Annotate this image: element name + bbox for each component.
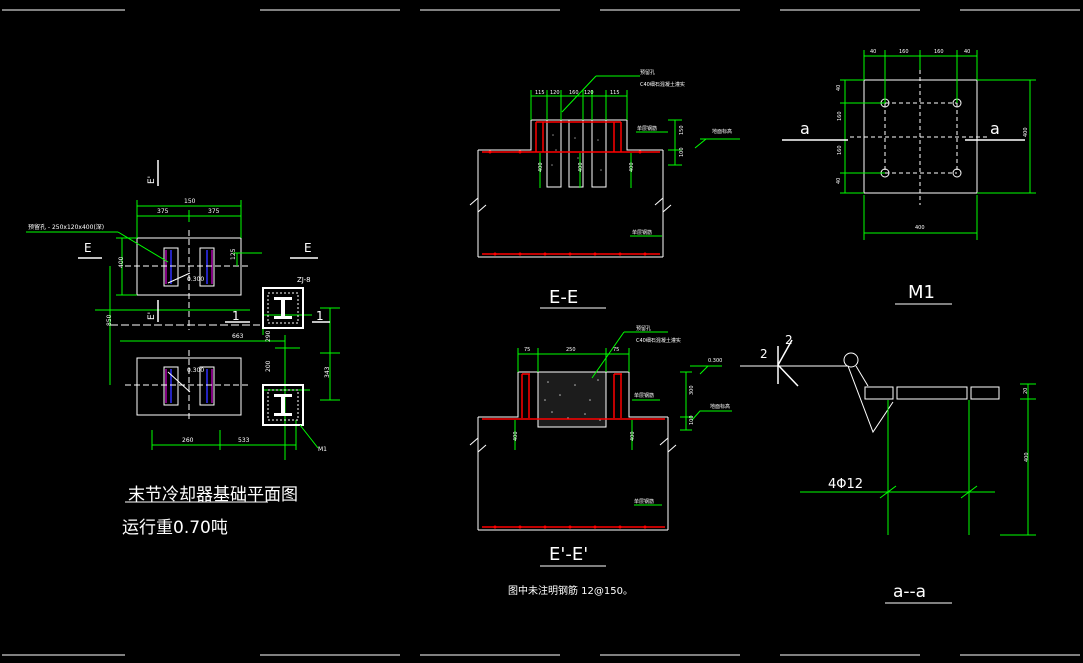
ee-dim-2: 160 <box>569 90 579 96</box>
aa-mark-top: 2 <box>785 333 793 347</box>
ee-note-1: 预留孔 <box>640 69 655 76</box>
ee2-ann-2: 地面标高 <box>710 403 730 410</box>
ee2-title: E'-E' <box>549 544 588 565</box>
ee-dim-3: 120 <box>584 90 594 96</box>
m1-title: M1 <box>908 282 935 303</box>
cut-e-right: E <box>304 241 312 255</box>
section-ee-prime: 75 250 75 预留孔 C40细石混凝土灌实 0.300 单层钢筋 地面标高… <box>469 325 732 597</box>
ee-dim-4: 115 <box>610 90 620 96</box>
section-aa: 2 2 4Φ12 20 400 a--a <box>740 333 1036 604</box>
ee-dim-400-b: 400 <box>578 162 584 172</box>
m1-left-dim-0: 40 <box>836 85 842 91</box>
ee2-dim-2: 75 <box>613 347 619 353</box>
ee2-ann-3: 单层钢筋 <box>634 498 654 505</box>
m1-top-dim-3: 40 <box>964 49 970 55</box>
m1-plate: a a 40 160 160 40 40 160 160 40 400 400 … <box>782 49 1036 305</box>
m1-tag: M1 <box>318 446 327 453</box>
embed-note: 预留孔 - 250x120x400(深) <box>28 223 104 231</box>
ee-dim-0: 115 <box>535 90 545 96</box>
m1-top-dim-0: 40 <box>870 49 876 55</box>
ee2-note-1: 预留孔 <box>636 325 651 332</box>
pocket-upper-right <box>199 247 215 287</box>
aa-rebar: 4Φ12 <box>828 477 863 492</box>
pocket-lower-right <box>199 366 215 406</box>
ee2-dim-1: 250 <box>566 347 576 353</box>
m1-top-dim-1: 160 <box>899 49 909 55</box>
dim-200: 200 <box>265 360 272 372</box>
ee2-note-2: C40细石混凝土灌实 <box>636 337 681 344</box>
ee-note-2: C40细石混凝土灌实 <box>640 81 685 88</box>
m1-left-dim-1: 160 <box>837 111 843 121</box>
aa-dim-20: 20 <box>1023 388 1029 394</box>
sheet-frame-marks <box>2 9 1080 656</box>
dim-533: 533 <box>238 437 250 444</box>
zj-label: ZJ-8 <box>297 276 311 284</box>
aa-dim-400: 400 <box>1024 452 1030 462</box>
cut-e-bottom: E' <box>147 312 157 320</box>
dim-850: 850 <box>106 314 113 326</box>
dim-663: 663 <box>232 333 244 340</box>
dim-right-half: 375 <box>208 208 220 215</box>
dim-top: 150 <box>184 198 196 205</box>
elev-2: 0.300 <box>187 367 204 374</box>
ee2-dim-300: 300 <box>689 385 695 395</box>
ee-dim-400-c: 400 <box>629 162 635 172</box>
pocket-upper-left <box>163 247 179 287</box>
cut-1-right: 1 <box>316 309 324 323</box>
grout-pocket <box>537 371 607 428</box>
m1-cut-right: a <box>990 119 1000 138</box>
ee2-elev: 0.300 <box>708 358 722 364</box>
ee2-dim-400-a: 400 <box>513 431 519 441</box>
ee-dim-1: 120 <box>550 90 560 96</box>
plan-title: 末节冷却器基础平面图 <box>128 485 298 505</box>
ee2-dim-0: 75 <box>524 347 530 353</box>
aa-mark-left: 2 <box>760 347 768 361</box>
dim-343: 343 <box>324 366 331 378</box>
ee-dim-400-a: 400 <box>538 162 544 172</box>
dim-height: 400 <box>118 256 125 268</box>
ee2-dim-100: 100 <box>689 415 695 425</box>
column-upper <box>262 287 304 329</box>
elev-1: 0.300 <box>187 276 204 283</box>
m1-top-dim-2: 160 <box>934 49 944 55</box>
ee-ann-3: 单层钢筋 <box>632 229 652 236</box>
dim-290: 290 <box>265 330 272 342</box>
cut-e-top: E' <box>147 176 157 184</box>
plan-subtitle: 运行重0.70吨 <box>122 518 228 538</box>
ee-title: E-E <box>549 287 578 308</box>
ee-dim-150: 150 <box>679 125 685 135</box>
ee2-dim-400-b: 400 <box>630 431 636 441</box>
m1-cut-left: a <box>800 119 810 138</box>
cut-e-left: E <box>84 241 92 255</box>
ee2-footnote: 图中未注明钢筋 12@150。 <box>508 584 633 597</box>
m1-left-dim-2: 160 <box>837 145 843 155</box>
ee-dim-100: 100 <box>679 147 685 157</box>
foundation-plan: E E E' E' 1 1 M1 ZJ-8 150 375 375 40 <box>26 160 340 503</box>
dim-left-half: 375 <box>157 208 169 215</box>
m1-bottom-dim: 400 <box>915 225 925 231</box>
m1-right-dim: 400 <box>1023 127 1029 137</box>
dim-260: 260 <box>182 437 194 444</box>
dim-125: 125 <box>230 248 237 260</box>
ee2-ann-1: 单层钢筋 <box>634 392 654 399</box>
ee-ann-2: 地面标高 <box>712 128 732 135</box>
pocket-lower-left <box>163 366 179 406</box>
section-ee: 115 120 160 120 115 预留孔 C40细石混凝土灌实 单层钢筋 … <box>469 69 740 309</box>
column-lower <box>262 384 304 426</box>
m1-left-dim-3: 40 <box>836 178 842 184</box>
cut-1-left: 1 <box>232 309 240 323</box>
aa-title: a--a <box>893 582 926 602</box>
ee-ann-1: 单层钢筋 <box>637 125 657 132</box>
